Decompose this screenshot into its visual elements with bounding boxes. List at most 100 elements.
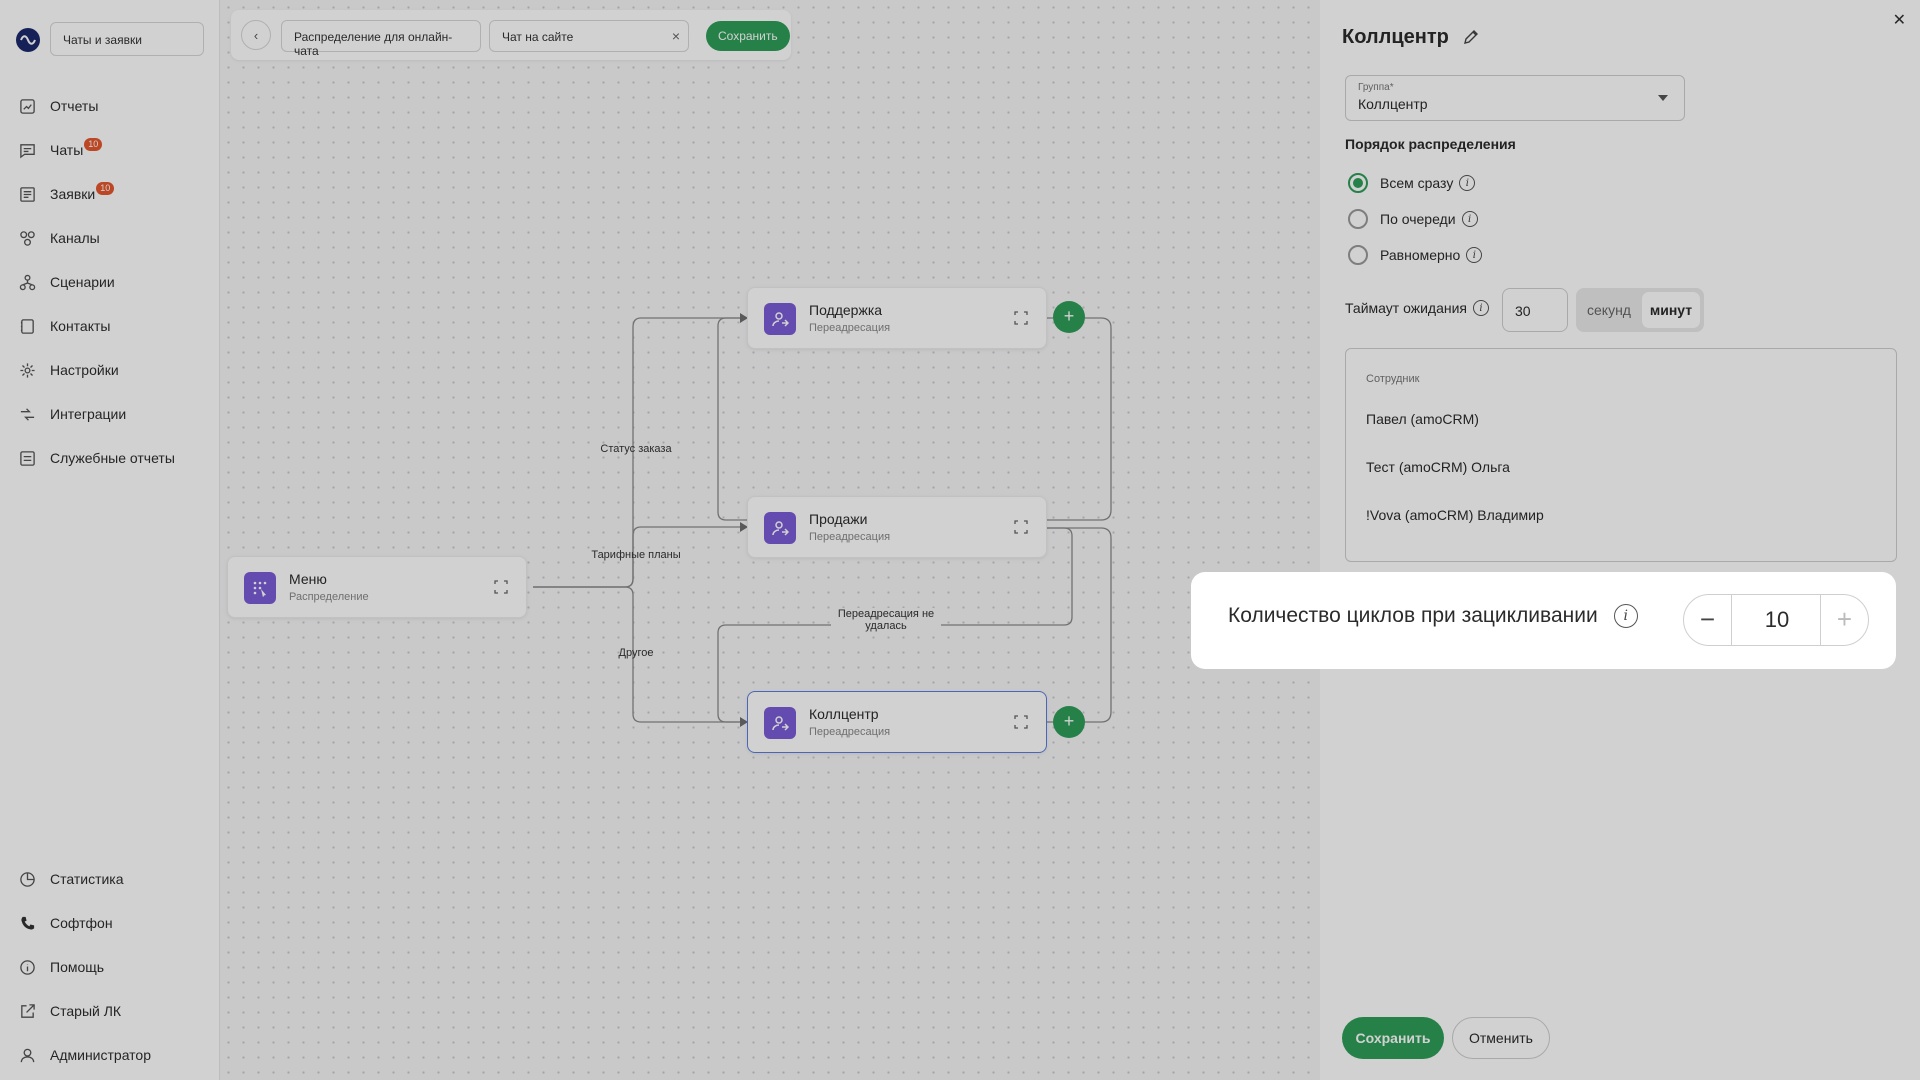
unit-seconds[interactable]: секунд	[1587, 302, 1631, 318]
info-icon[interactable]: i	[1459, 175, 1476, 191]
sidebar-item-help[interactable]: Помощь	[0, 945, 220, 989]
node-callcenter[interactable]: Коллцентр Переадресация	[747, 691, 1047, 753]
edge-label-order-status: Статус заказа	[600, 443, 672, 455]
scenarios-icon	[18, 273, 36, 291]
expand-icon[interactable]	[1014, 311, 1028, 325]
sidebar-item-softphone[interactable]: Софтфон	[0, 901, 220, 945]
radio-all-at-once[interactable]: Всем сразу i	[1348, 173, 1476, 193]
node-sales[interactable]: Продажи Переадресация	[747, 496, 1047, 558]
caret-down-icon	[1658, 95, 1668, 101]
edge-menu-sales	[533, 526, 740, 588]
timeout-label-text: Таймаут ожидания	[1345, 300, 1467, 316]
help-icon	[18, 958, 36, 976]
close-icon[interactable]: ✕	[1892, 12, 1906, 29]
channels-icon	[18, 229, 36, 247]
node-title: Продажи	[809, 511, 868, 527]
info-icon[interactable]: i	[1461, 211, 1478, 227]
project-select[interactable]: Чаты и заявки	[50, 22, 204, 56]
sidebar-item-label: Чаты	[50, 142, 84, 158]
save-button[interactable]: Сохранить	[1342, 1017, 1444, 1059]
sidebar-item-label: Помощь	[50, 959, 105, 975]
flow-canvas[interactable]: ‹ Распределение для онлайн-чата Чат на с…	[221, 0, 1320, 1080]
pencil-icon[interactable]	[1462, 28, 1480, 46]
sidebar-item-label: Статистика	[50, 871, 124, 887]
expand-icon[interactable]	[1014, 520, 1028, 534]
loop-count-stepper[interactable]: − 10 +	[1683, 594, 1869, 646]
sidebar-item-reports[interactable]: Отчеты	[0, 84, 220, 128]
requests-icon	[18, 185, 36, 203]
flow-edges	[533, 313, 1112, 727]
panel-dim-overlay	[1320, 0, 1920, 1080]
group-select[interactable]: Группа* Коллцентр	[1345, 75, 1685, 121]
unit-minutes[interactable]: минут	[1642, 292, 1700, 328]
radio-label: По очереди	[1380, 211, 1456, 227]
edge-label-tariffs: Тарифные планы	[591, 549, 681, 561]
timeout-input[interactable]: 30	[1502, 288, 1568, 332]
editor-toolbar: ‹ Распределение для онлайн-чата Чат на с…	[231, 10, 791, 60]
increment-button[interactable]: +	[1820, 595, 1868, 645]
sidebar-item-settings[interactable]: Настройки	[0, 348, 220, 392]
node-menu[interactable]: Меню Распределение	[227, 556, 527, 618]
external-link-icon	[18, 1002, 36, 1020]
integrations-icon	[18, 405, 36, 423]
sidebar-item-channels[interactable]: Каналы	[0, 216, 220, 260]
add-node-button[interactable]: +	[1053, 301, 1085, 333]
add-node-button[interactable]: +	[1053, 706, 1085, 738]
sidebar-item-label: Каналы	[50, 230, 100, 246]
sidebar-item-scenarios[interactable]: Сценарии	[0, 260, 220, 304]
sidebar-item-integrations[interactable]: Интеграции	[0, 392, 220, 436]
decrement-button[interactable]: −	[1684, 595, 1732, 645]
timeout-unit-toggle[interactable]: секунд минут	[1576, 288, 1704, 332]
employee-item[interactable]: Павел (amoCRM)	[1366, 411, 1479, 427]
sidebar-item-admin[interactable]: Администратор	[0, 1033, 220, 1077]
sidebar-item-label: Контакты	[50, 318, 111, 334]
sidebar-item-label: Настройки	[50, 362, 119, 378]
chevron-left-icon: ‹	[253, 27, 259, 43]
reports-icon	[18, 97, 36, 115]
user-icon	[18, 1046, 36, 1064]
radio-button[interactable]	[1348, 245, 1368, 265]
expand-icon[interactable]	[1014, 715, 1028, 729]
sidebar-item-contacts[interactable]: Контакты	[0, 304, 220, 348]
employee-item[interactable]: !Vova (amoCRM) Владимир	[1366, 507, 1544, 523]
chats-icon	[18, 141, 36, 159]
timeout-label: Таймаут ожидания i	[1345, 300, 1489, 316]
sidebar-item-requests[interactable]: Заявки 10	[0, 172, 220, 216]
radio-button[interactable]	[1348, 209, 1368, 229]
panel-title: Коллцентр	[1342, 26, 1449, 48]
node-settings-panel: ✕ Коллцентр Группа* Коллцентр Порядок ра…	[1320, 0, 1920, 1080]
sidebar-bottom-nav: Статистика Софтфон Помощь Старый ЛК Адми…	[0, 857, 220, 1077]
radio-button[interactable]	[1348, 173, 1368, 193]
info-icon[interactable]: i	[1473, 300, 1489, 316]
statistics-icon	[18, 870, 36, 888]
dim-overlay	[0, 0, 1320, 1080]
clear-icon[interactable]: ×	[671, 28, 680, 44]
toolbar-save-button[interactable]: Сохранить	[706, 21, 790, 51]
contacts-icon	[18, 317, 36, 335]
node-support[interactable]: Поддержка Переадресация	[747, 287, 1047, 349]
sidebar-item-service-reports[interactable]: Служебные отчеты	[0, 436, 220, 480]
radio-in-turn[interactable]: По очереди i	[1348, 209, 1478, 229]
expand-icon[interactable]	[494, 580, 508, 594]
info-icon[interactable]: i	[1466, 247, 1483, 263]
radio-evenly[interactable]: Равномерно i	[1348, 245, 1483, 265]
redirect-node-icon	[764, 707, 796, 739]
redirect-node-icon	[764, 303, 796, 335]
scenario-name-input[interactable]: Распределение для онлайн-чата	[281, 20, 481, 58]
node-title: Меню	[289, 571, 327, 587]
info-icon[interactable]: i	[1613, 604, 1638, 628]
service-reports-icon	[18, 449, 36, 467]
sidebar-item-label: Софтфон	[50, 915, 113, 931]
settings-icon	[18, 361, 36, 379]
sidebar-item-statistics[interactable]: Статистика	[0, 857, 220, 901]
logo-icon[interactable]	[16, 28, 40, 52]
sidebar-item-chats[interactable]: Чаты 10	[0, 128, 220, 172]
edge-loop-back-support	[717, 317, 1047, 521]
sidebar-item-old-cabinet[interactable]: Старый ЛК	[0, 989, 220, 1033]
channel-select[interactable]: Чат на сайте ×	[489, 20, 689, 52]
back-button[interactable]: ‹	[241, 20, 271, 50]
sidebar: Чаты и заявки Отчеты Чаты 10 Заявки 10 К…	[0, 0, 220, 1080]
employee-item[interactable]: Тест (amoCRM) Ольга	[1366, 459, 1510, 475]
loop-count-value[interactable]: 10	[1764, 607, 1790, 632]
cancel-button[interactable]: Отменить	[1452, 1017, 1550, 1059]
